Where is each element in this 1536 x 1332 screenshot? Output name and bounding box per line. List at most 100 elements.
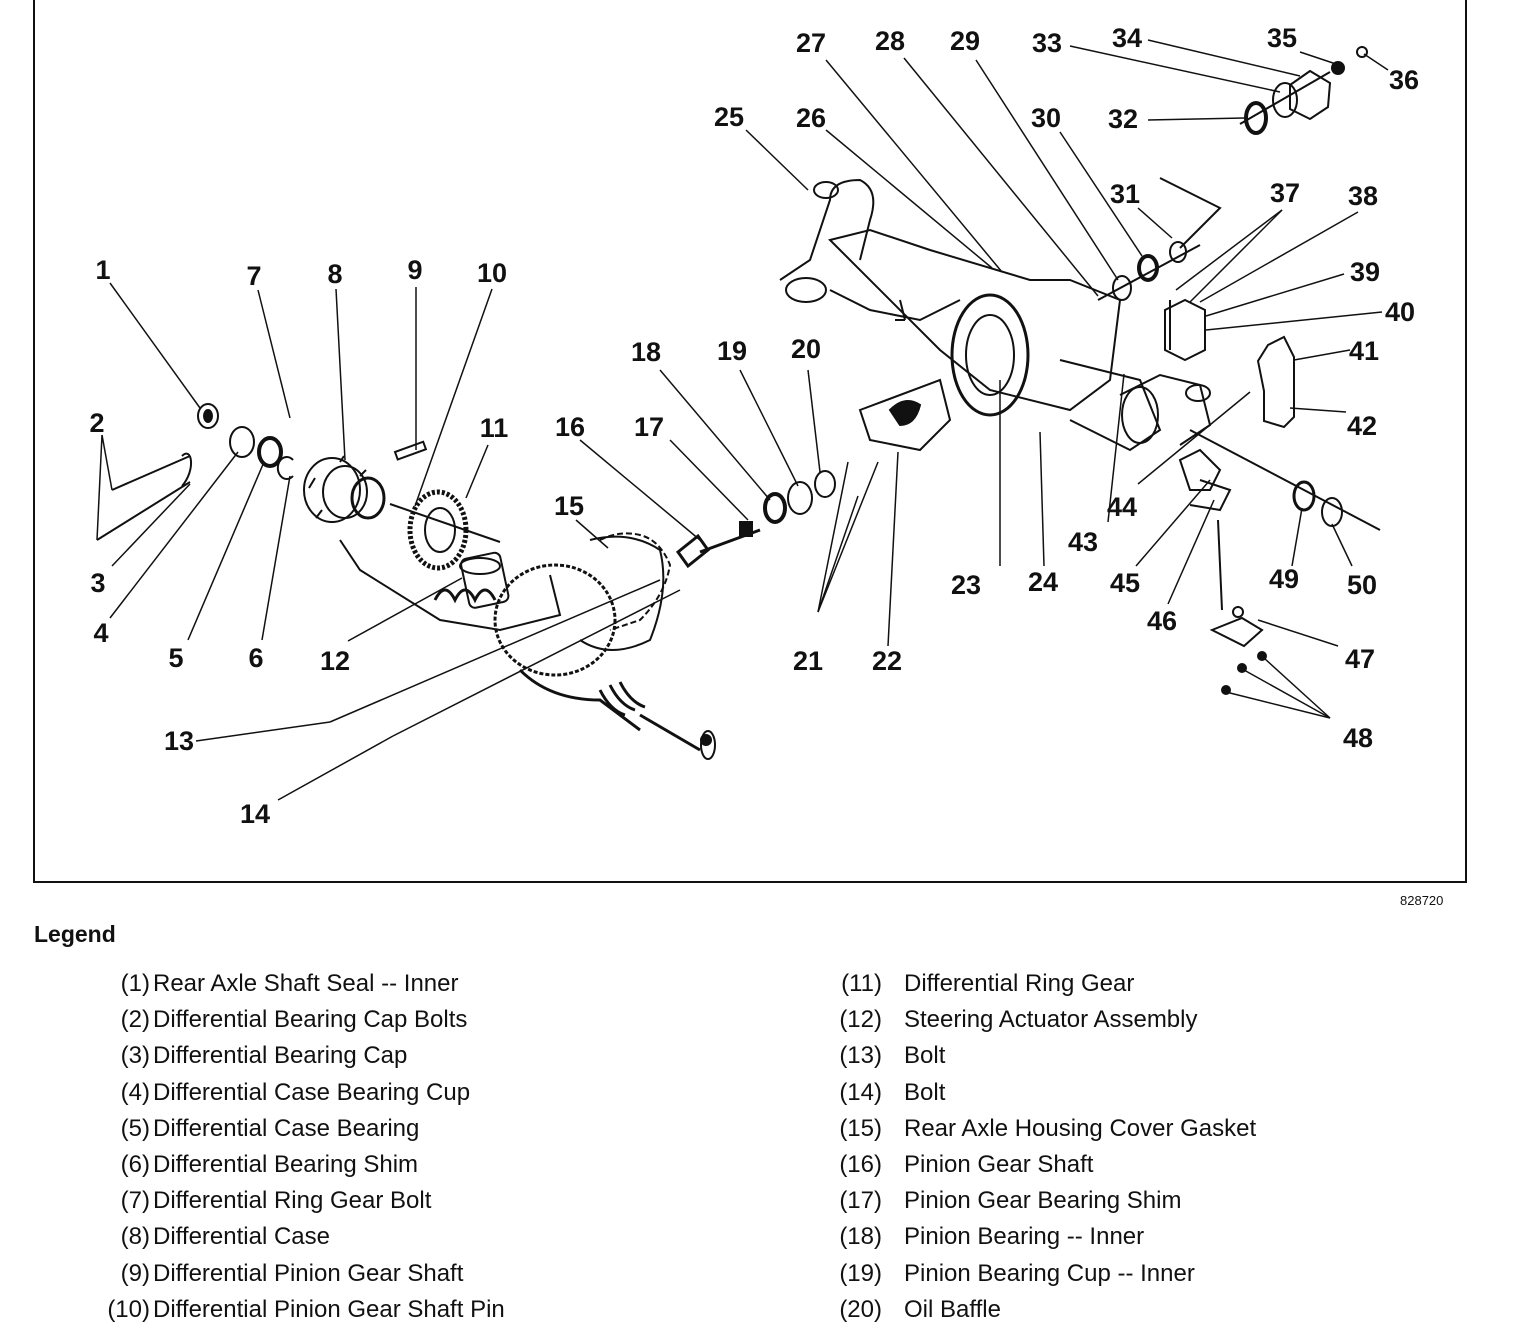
callout-number: 2 [89, 408, 104, 438]
callout-number: 31 [1110, 179, 1140, 209]
callout-number: 12 [320, 646, 350, 676]
callout-number: 29 [950, 26, 980, 56]
legend-item: (17) Pinion Gear Bearing Shim [830, 1187, 1181, 1223]
legend-item: (15) Rear Axle Housing Cover Gasket [830, 1114, 1256, 1151]
callout-number: 28 [875, 26, 905, 56]
legend-item-label: Differential Pinion Gear Shaft [153, 1259, 464, 1287]
legend-item: (9)Differential Pinion Gear Shaft [80, 1259, 464, 1296]
callout-number: 18 [631, 337, 661, 367]
legend-item-label: Differential Case [153, 1223, 330, 1251]
legend-item-number: (5) [120, 1114, 150, 1142]
legend-item: (2)Differential Bearing Cap Bolts [80, 1006, 468, 1042]
legend-item: (8)Differential Case [80, 1223, 330, 1259]
legend-item: (3)Differential Bearing Cap [80, 1042, 408, 1078]
callout-number: 32 [1108, 104, 1138, 134]
callout-number: 5 [168, 643, 183, 673]
callout-number: 44 [1107, 492, 1137, 522]
legend-item-number: (1) [120, 970, 150, 997]
part-drawings [96, 46, 1381, 760]
legend-item-number: (17) [839, 1187, 882, 1215]
callout-number: 6 [248, 643, 263, 673]
callout-number: 16 [555, 412, 585, 442]
callout-number: 9 [407, 255, 422, 285]
pinion-yoke-group [1097, 46, 1368, 301]
legend-item-number: (14) [839, 1078, 882, 1106]
callout-number: 24 [1028, 567, 1058, 597]
callout-number: 15 [554, 491, 584, 521]
legend-item: (18) Pinion Bearing -- Inner [830, 1223, 1144, 1259]
callout-number: 30 [1031, 103, 1061, 133]
callout-number: 37 [1270, 178, 1300, 208]
legend-item-label: Oil Baffle [904, 1295, 1001, 1323]
callout-number: 34 [1112, 23, 1142, 53]
right-brackets-group [1164, 298, 1381, 695]
legend-item-number: (9) [120, 1259, 150, 1287]
callout-number: 22 [872, 646, 902, 676]
legend-item: (1)Rear Axle Shaft Seal -- Inner [80, 970, 459, 1006]
legend-item-number: (13) [839, 1042, 882, 1070]
legend-item: (7)Differential Ring Gear Bolt [80, 1187, 432, 1223]
legend-item-number: (18) [839, 1223, 882, 1251]
leader-lines [96, 39, 1389, 801]
legend-item-number: (20) [839, 1295, 882, 1323]
differential-case-group [96, 403, 501, 571]
callout-number: 23 [951, 570, 981, 600]
callout-number: 35 [1267, 23, 1297, 53]
legend-item-number: (2) [120, 1006, 150, 1034]
legend-item: (14) Bolt [830, 1078, 945, 1115]
callout-number: 50 [1347, 570, 1377, 600]
callout-number: 4 [93, 618, 108, 648]
callout-number: 42 [1347, 411, 1377, 441]
legend-item-label: Differential Pinion Gear Shaft Pin [153, 1295, 505, 1323]
legend-item-label: Differential Bearing Cap Bolts [153, 1006, 468, 1034]
callout-number: 40 [1385, 297, 1415, 327]
legend-item-label: Pinion Bearing -- Inner [904, 1223, 1145, 1251]
callout-number: 48 [1343, 723, 1373, 753]
legend-item-label: Pinion Gear Shaft [904, 1150, 1094, 1178]
callout-number: 14 [240, 799, 270, 829]
legend-item-label: Pinion Gear Bearing Shim [904, 1187, 1182, 1215]
callout-number: 10 [477, 258, 507, 288]
callout-number: 7 [246, 261, 261, 291]
legend-item: (4)Differential Case Bearing Cup [80, 1079, 470, 1115]
callout-number: 17 [634, 412, 664, 442]
legend-item-label: Rear Axle Housing Cover Gasket [904, 1114, 1257, 1142]
legend-item-label: Differential Bearing Cap [153, 1042, 408, 1070]
legend-column-right: (11)Differential Ring Gear(12)Steering A… [830, 970, 1256, 1332]
callout-number: 49 [1269, 564, 1299, 594]
axle-housing-group [779, 178, 1212, 452]
legend-item-number: (15) [839, 1114, 882, 1142]
legend-item-number: (11) [841, 970, 882, 997]
callout-number: 41 [1349, 336, 1379, 366]
legend-item-label: Differential Case Bearing [153, 1114, 420, 1142]
exploded-axle-diagram: 1234567891011121314151617181920212223242… [33, 0, 1467, 883]
legend-item: (12)Steering Actuator Assembly [830, 1006, 1197, 1042]
legend-item-label: Steering Actuator Assembly [904, 1006, 1198, 1034]
callout-number: 46 [1147, 606, 1177, 636]
callout-number: 27 [796, 28, 826, 58]
legend-column-left: (1)Rear Axle Shaft Seal -- Inner(2)Diffe… [80, 970, 504, 1332]
legend-item-number: (19) [839, 1259, 882, 1287]
legend-item-label: Rear Axle Shaft Seal -- Inner [153, 970, 459, 997]
legend-item-number: (7) [120, 1187, 150, 1215]
legend-item-number: (10) [107, 1295, 150, 1323]
legend-item-label: Differential Ring Gear Bolt [153, 1187, 432, 1215]
callout-number: 8 [327, 259, 342, 289]
diagram-frame [33, 0, 1467, 883]
callout-number: 45 [1110, 568, 1140, 598]
actuator-and-cover-group [339, 532, 716, 760]
legend-item-number: (8) [120, 1223, 150, 1251]
pinion-group [675, 470, 836, 569]
legend-item: (16)Pinion Gear Shaft [830, 1151, 1093, 1187]
callout-number: 11 [480, 413, 509, 443]
callout-number: 39 [1350, 257, 1380, 287]
legend-item-label: Bolt [904, 1078, 946, 1106]
legend-item: (6)Differential Bearing Shim [80, 1151, 418, 1187]
callout-number: 43 [1068, 527, 1098, 557]
callout-number: 13 [164, 726, 194, 756]
legend-item: (5)Differential Case Bearing [80, 1114, 420, 1151]
legend-item-number: (3) [120, 1042, 150, 1070]
callout-number: 25 [714, 102, 744, 132]
legend-item: (11)Differential Ring Gear [830, 970, 1134, 1006]
legend-item-label: Bolt [904, 1042, 946, 1070]
